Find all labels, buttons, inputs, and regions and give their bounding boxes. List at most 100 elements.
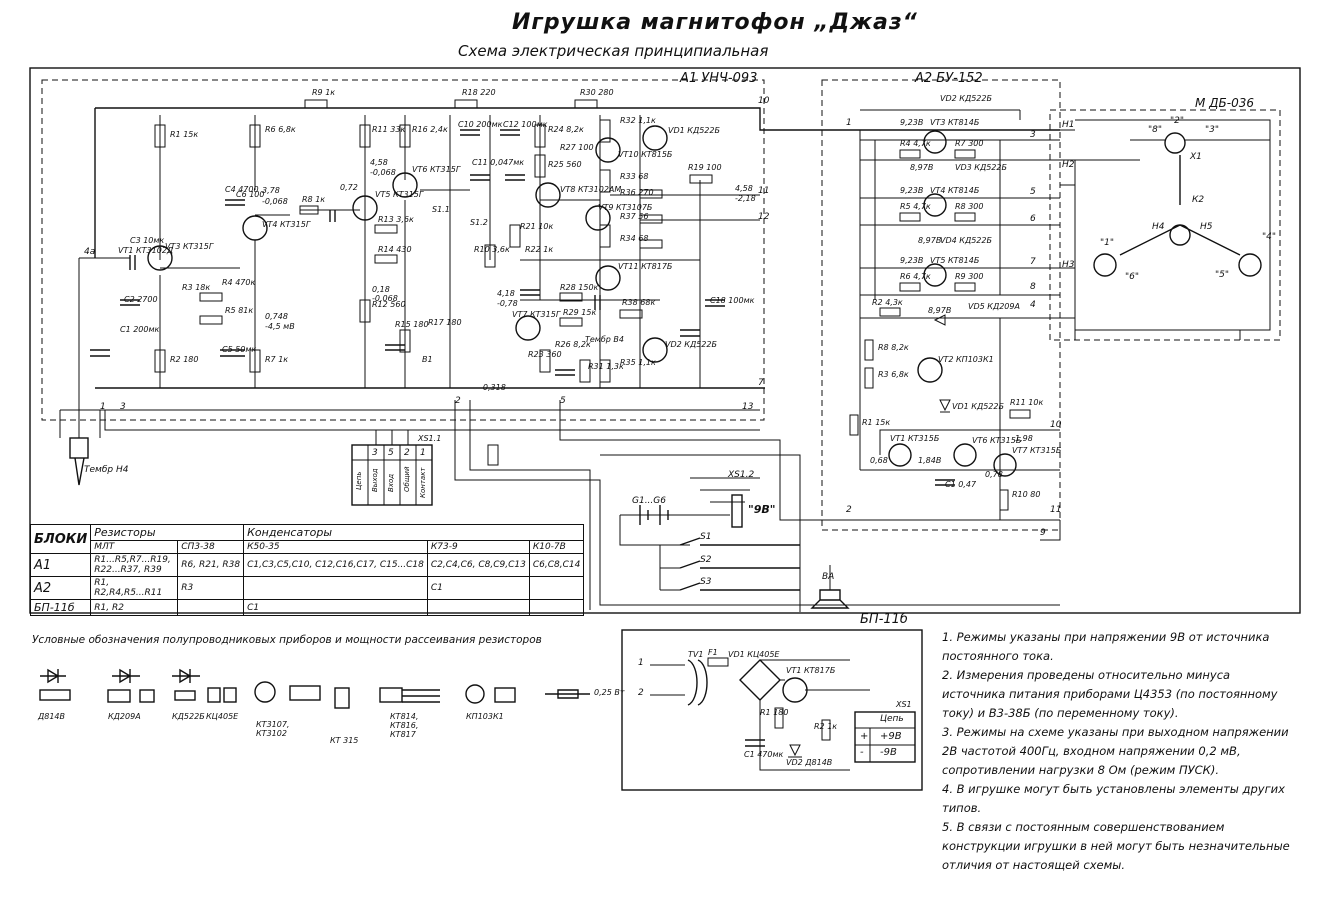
motor-label: Х1	[1190, 152, 1202, 162]
a1-transistors	[147, 125, 668, 363]
block-a1-outline	[41, 79, 765, 421]
psu-bridge	[739, 659, 781, 701]
note-item: 5. В связи с постоянным совершенствовани…	[942, 820, 1290, 872]
block-a2-outline	[821, 79, 1061, 531]
a1-label: S1.2	[470, 218, 488, 227]
a2-label: VT1 КТ315Б	[890, 434, 940, 443]
block-motor-label: М ДБ-036	[1195, 96, 1255, 110]
motor-label: Н5	[1200, 222, 1213, 232]
psu-transformer	[687, 659, 708, 706]
a1-label: VT4 КТ315Г	[262, 220, 311, 229]
a1-label: R12 560	[372, 300, 406, 309]
legend-item: КД209А	[108, 712, 141, 721]
legend-item: 0,25 Вт	[594, 688, 625, 697]
a1-label: Тембр Н4	[84, 465, 129, 475]
a2-label: VD2 КД522Б	[940, 94, 992, 103]
a1-label: С1 200мк	[120, 325, 160, 334]
voltage-label: -0,318	[480, 383, 506, 392]
a1-label: R2 180	[170, 355, 199, 364]
a1-label: С5 50мк	[222, 345, 257, 354]
parts-table: БЛОКИ Резисторы Конденсаторы МЛТ СП3-38 …	[29, 524, 585, 616]
a1-pin: 2	[455, 396, 461, 406]
a2-pin: 5	[1030, 187, 1036, 197]
voltage-label: 9,23В	[900, 256, 924, 265]
a1-label: R3 18к	[182, 283, 211, 292]
a1-pin: 13	[742, 402, 754, 412]
a2-label: R2 4,3к	[872, 298, 903, 307]
xs11-pin: 3	[372, 448, 378, 458]
legend-item: КТ 315	[330, 736, 359, 745]
a1-label: VT1 КТ3102Д	[118, 246, 174, 255]
a2-pin: 4	[1030, 300, 1036, 310]
a1-label: R19 100	[688, 163, 722, 172]
voltage-label: 4,58	[735, 184, 753, 193]
note-item: 3. Режимы на схеме указаны при выходном …	[942, 725, 1289, 777]
a2-label: R3 6,8к	[878, 370, 909, 379]
voltage-label: 4,58	[370, 158, 388, 167]
speaker-ba	[810, 589, 850, 609]
legend-item: КТ3107, КТ3102	[256, 720, 290, 738]
a1-label: R23 360	[528, 350, 562, 359]
voltage-label: -4,5 мВ	[265, 322, 295, 331]
voltage-label: -2,18	[735, 194, 756, 203]
jack-9v	[731, 494, 743, 528]
a2-pin: 1	[846, 118, 852, 128]
a1-label: R15 180	[395, 320, 429, 329]
motor-label: "1"	[1100, 238, 1115, 248]
a1-label: VT10 КТ815Б	[618, 150, 673, 159]
psu-xs1-cell: +9В	[880, 731, 902, 742]
a1-label: S1.1	[432, 205, 450, 214]
a1-label: R26 8,2к	[555, 340, 591, 349]
voltage-label: 0,78	[985, 470, 1003, 479]
xs11-name: Выход	[371, 468, 379, 492]
a1-supply-rail	[95, 107, 1060, 131]
motor-label: Н1	[1062, 120, 1075, 130]
a2-rows	[860, 139, 1060, 319]
a1-label: С4 4700	[225, 185, 259, 194]
voltage-label: 4,18	[497, 289, 515, 298]
table-subheader: К10-7В	[528, 540, 585, 554]
microphone-b1	[69, 437, 89, 459]
a1-label: R5 81к	[225, 306, 254, 315]
a1-label: VT8 КТ3102АМ	[560, 185, 622, 194]
a1-label: R28 150к	[560, 283, 599, 292]
xs11-pin: 5	[388, 448, 394, 458]
psu-xs1-cell: -9В	[880, 747, 897, 758]
a1-label: С3 10мк	[130, 236, 165, 245]
table-row: БП-11б R1, R2 С1	[29, 599, 585, 616]
a1-label: R33 68	[620, 172, 649, 181]
switch-s3	[679, 582, 800, 591]
a1-pin: 5	[560, 396, 566, 406]
a1-label: R16 2,4к	[412, 125, 448, 134]
motor-label: "2"	[1170, 116, 1185, 126]
a1-label: С18 100мк	[710, 296, 755, 305]
a1-label: R21 10к	[520, 222, 554, 231]
a1-label: С10 200мк	[458, 120, 503, 129]
block-psu-label: БП-11б	[860, 612, 908, 627]
motor-label: К2	[1192, 195, 1205, 205]
outer-frame	[29, 67, 1301, 614]
a2-label: R8 300	[955, 202, 984, 211]
xs11-pin: 1	[420, 448, 426, 458]
a1-label: R6 6,8к	[265, 125, 296, 134]
a1-label: R18 220	[462, 88, 496, 97]
psu-regulator-transistor	[782, 677, 808, 703]
psu-xs1-cell: +	[860, 731, 869, 742]
a1-label: R11 33к	[372, 125, 406, 134]
a2-label: VT2 КП103К1	[938, 355, 994, 364]
a1-label: R1 15к	[170, 130, 199, 139]
xs11-name: Вход	[387, 473, 395, 492]
a1-label: R13 3,6к	[378, 215, 414, 224]
a2-transistors	[888, 130, 1017, 477]
a2-label: R4 4,7к	[900, 139, 931, 148]
voltage-label: 3,78	[262, 186, 280, 195]
switch-label: S3	[700, 577, 712, 587]
voltage-label: 9,23В	[900, 118, 924, 127]
motor-label: "8"	[1148, 125, 1163, 135]
a2-label: R6 4,7к	[900, 272, 931, 281]
voltage-label: 8,97В	[918, 236, 942, 245]
a1-pin: 4а	[84, 247, 96, 257]
voltage-label: -0,068	[370, 168, 396, 177]
a1-pin: 12	[758, 212, 770, 222]
a1-pin: 10	[758, 96, 770, 106]
